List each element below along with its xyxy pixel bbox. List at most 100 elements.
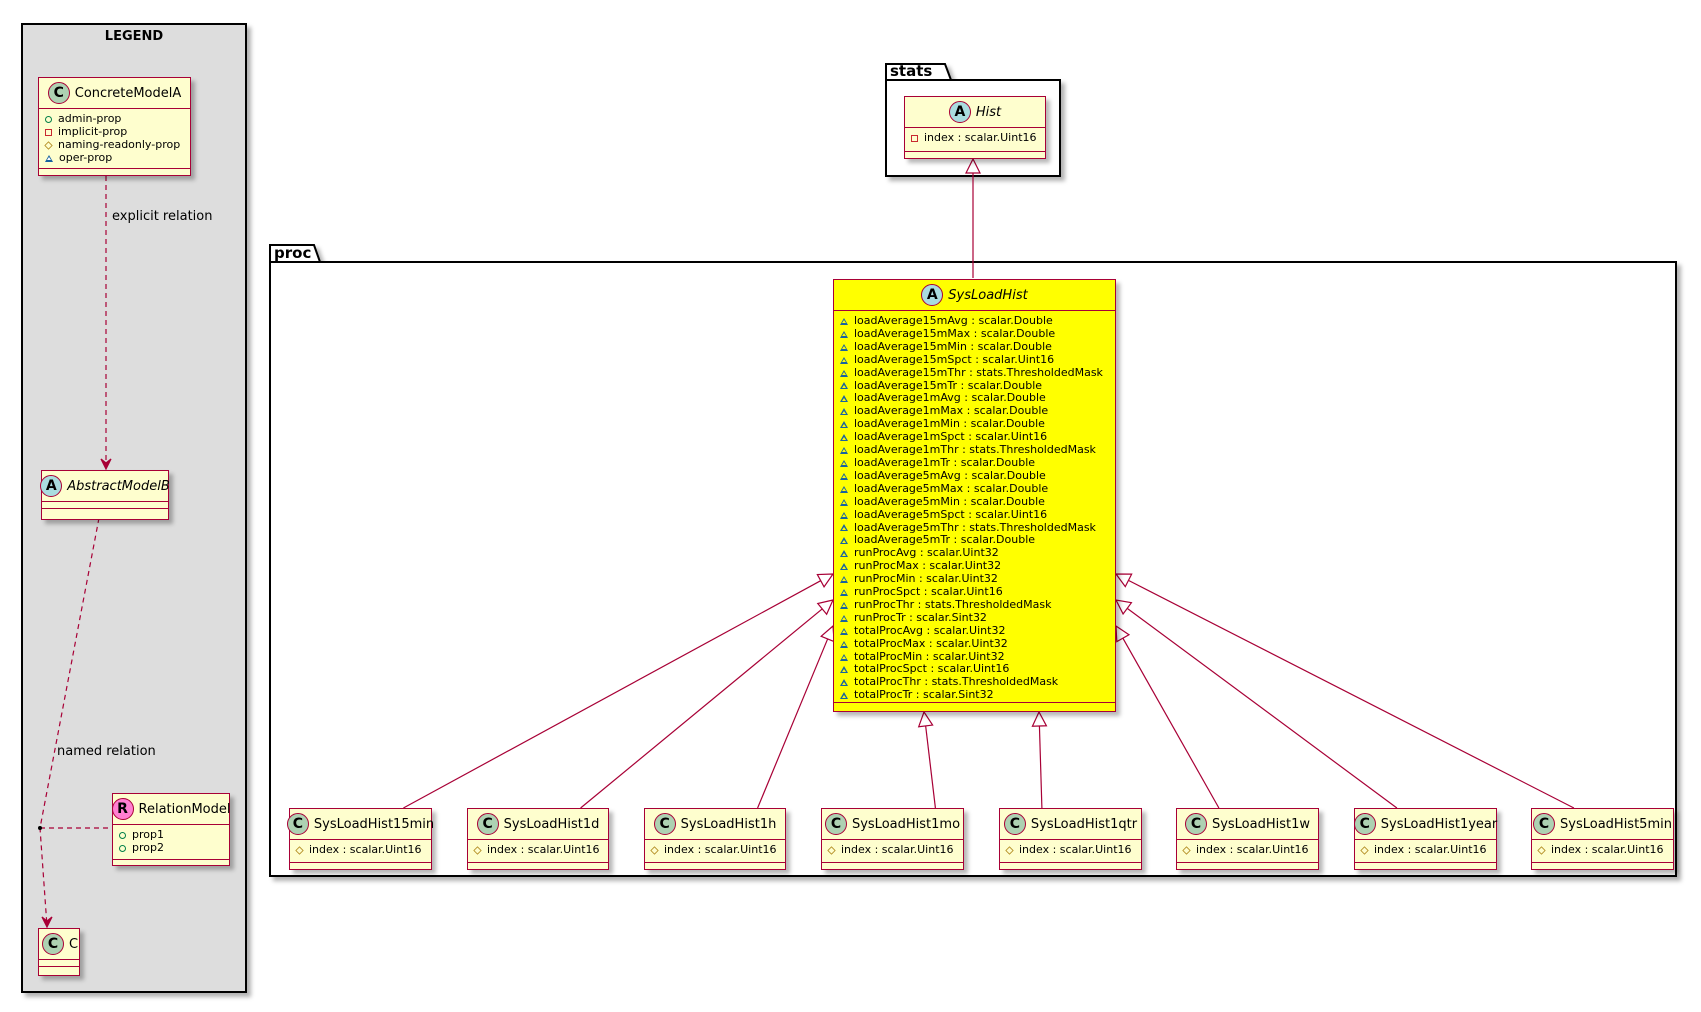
package-visibility-icon	[840, 382, 848, 390]
hist-class[interactable]: A Hist index : scalar.Uint16	[904, 96, 1046, 159]
attribute-list: index : scalar.Uint16	[468, 840, 608, 861]
attribute-text: totalProcTr : scalar.Sint32	[854, 688, 994, 702]
attribute-text: naming-readonly-prop	[58, 137, 181, 151]
legend-target-class[interactable]: C C	[38, 928, 80, 976]
class-attribute: index : scalar.Uint16	[1360, 843, 1496, 857]
package-visibility-icon	[840, 356, 848, 364]
sysloadhist-class[interactable]: A SysLoadHist loadAverage15mAvg : scalar…	[833, 279, 1116, 712]
explicit-relation-label: explicit relation	[112, 209, 213, 224]
package-visibility-icon	[840, 524, 848, 532]
protected-visibility-icon	[827, 846, 836, 855]
class-attribute: runProcThr : stats.ThresholdedMask	[840, 598, 1115, 612]
class-stereotype-icon: C	[1533, 813, 1556, 835]
generalization-edge	[1038, 725, 1043, 809]
class-attribute: runProcMin : scalar.Uint32	[840, 572, 1115, 586]
package-visibility-icon	[840, 472, 848, 480]
public-visibility-icon	[119, 844, 126, 852]
package-visibility-icon	[840, 408, 848, 416]
attribute-text: runProcMax : scalar.Uint32	[854, 559, 1002, 573]
package-visibility-icon	[840, 537, 848, 545]
protected-visibility-icon	[1360, 846, 1369, 855]
class-attribute: loadAverage15mMin : scalar.Double	[840, 339, 1115, 354]
generalization-arrowhead	[917, 710, 934, 728]
attribute-text: prop2	[132, 840, 164, 854]
protected-visibility-icon	[1182, 846, 1191, 855]
generalization-edge	[1128, 579, 1575, 809]
attribute-list: index : scalar.Uint16	[1532, 840, 1673, 861]
class-attribute: loadAverage1mMin : scalar.Double	[840, 417, 1115, 431]
package-visibility-icon	[840, 421, 848, 429]
attribute-text: loadAverage1mAvg : scalar.Double	[854, 391, 1046, 405]
generalization-edge	[580, 608, 823, 809]
package-visibility-icon	[840, 447, 848, 455]
generalization-arrowhead	[816, 599, 835, 616]
attribute-text: totalProcMin : scalar.Uint32	[854, 649, 1005, 663]
attribute-text: index : scalar.Uint16	[924, 131, 1037, 144]
attribute-text: index : scalar.Uint16	[1551, 843, 1664, 856]
named-relation-label: named relation	[57, 744, 156, 759]
attribute-text: loadAverage15mAvg : scalar.Double	[854, 314, 1053, 327]
attribute-text: loadAverage1mSpct : scalar.Uint16	[854, 430, 1048, 444]
package-visibility-icon	[840, 640, 848, 648]
class-attribute: prop2	[119, 840, 229, 855]
legend-title: LEGEND	[104, 29, 164, 44]
private-visibility-icon	[45, 128, 52, 136]
class-attribute: index : scalar.Uint16	[1005, 843, 1141, 857]
proc-package-label: proc	[274, 244, 312, 262]
attribute-text: runProcTr : scalar.Sint32	[854, 610, 987, 624]
stats-package-label: stats	[890, 62, 933, 80]
class-attribute: loadAverage15mAvg : scalar.Double	[840, 314, 1115, 328]
attribute-text: index : scalar.Uint16	[841, 843, 954, 856]
class-attribute: totalProcThr : stats.ThresholdedMask	[840, 675, 1115, 689]
attribute-text: loadAverage15mThr : stats.ThresholdedMas…	[854, 365, 1103, 379]
class-attribute: totalProcMin : scalar.Uint32	[840, 649, 1115, 664]
class-stereotype-icon: C	[653, 813, 676, 835]
class-attribute: loadAverage1mAvg : scalar.Double	[840, 392, 1115, 405]
attribute-text: oper-prop	[59, 150, 113, 164]
generalization-edge	[757, 638, 829, 809]
class-attribute: loadAverage1mSpct : scalar.Uint16	[840, 430, 1115, 444]
attribute-text: loadAverage1mMax : scalar.Double	[854, 404, 1049, 418]
attribute-text: prop1	[132, 828, 164, 841]
protected-visibility-icon	[44, 141, 53, 150]
abstract-stereotype-icon: A	[40, 475, 63, 497]
class-stereotype-icon: C	[1353, 813, 1376, 835]
class-attribute: index : scalar.Uint16	[911, 131, 1045, 145]
attribute-text: loadAverage15mMin : scalar.Double	[854, 339, 1052, 353]
attribute-text: totalProcAvg : scalar.Uint32	[854, 623, 1006, 637]
attribute-text: totalProcThr : stats.ThresholdedMask	[854, 675, 1059, 689]
attribute-text: totalProcMax : scalar.Uint32	[854, 636, 1008, 650]
class-attribute: loadAverage1mThr : stats.ThresholdedMask	[840, 443, 1115, 457]
class-attribute: loadAverage5mAvg : scalar.Double	[840, 469, 1115, 483]
class-attribute: loadAverage5mThr : stats.ThresholdedMask	[840, 520, 1115, 535]
package-visibility-icon	[840, 330, 848, 338]
hist-generalization-arrowhead	[965, 157, 981, 174]
package-visibility-icon	[840, 692, 848, 700]
class-attribute: loadAverage15mMax : scalar.Double	[840, 327, 1115, 341]
generalization-arrowhead	[1114, 573, 1133, 588]
generalization-arrowhead	[1115, 624, 1131, 643]
generalization-edge	[925, 725, 936, 809]
attribute-text: index : scalar.Uint16	[1196, 843, 1309, 856]
package-visibility-icon	[840, 434, 848, 442]
class-attribute: totalProcTr : scalar.Sint32	[840, 688, 1115, 702]
generalization-arrowhead	[1031, 710, 1048, 727]
package-visibility-icon	[840, 563, 848, 571]
attribute-text: loadAverage5mThr : stats.ThresholdedMask	[854, 520, 1096, 534]
package-visibility-icon	[840, 485, 848, 493]
attribute-list: index : scalar.Uint16	[822, 840, 963, 861]
legend-abstract-model-class[interactable]: A AbstractModelB	[40, 470, 170, 520]
generalization-arrowhead	[816, 573, 835, 588]
class-attribute: runProcMax : scalar.Uint32	[840, 559, 1115, 573]
